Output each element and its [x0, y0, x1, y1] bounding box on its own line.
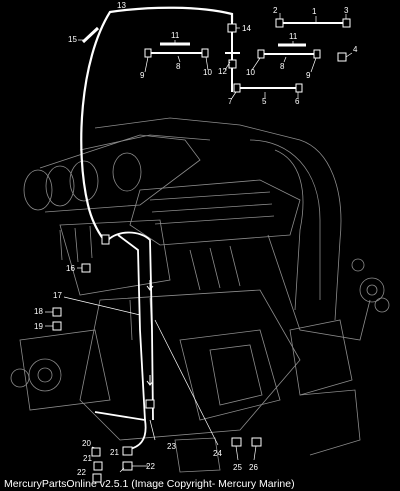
callout-4: 4 [353, 45, 358, 54]
callout-26: 26 [249, 463, 258, 472]
callout-16: 16 [66, 264, 75, 273]
callout-19: 19 [34, 322, 43, 331]
callout-2: 2 [273, 6, 278, 15]
callout-9-right: 9 [306, 71, 311, 80]
callout-8-right: 8 [280, 62, 285, 71]
callout-18: 18 [34, 307, 43, 316]
callout-1: 1 [312, 7, 317, 16]
callout-22-left: 22 [77, 468, 86, 477]
callout-3: 3 [344, 6, 349, 15]
callout-14: 14 [242, 24, 251, 33]
callout-9-left: 9 [140, 71, 145, 80]
callout-7: 7 [228, 97, 233, 106]
callout-5: 5 [262, 97, 267, 106]
callout-15: 15 [68, 35, 77, 44]
callout-17: 17 [53, 291, 62, 300]
callout-11-right: 11 [289, 32, 298, 41]
callout-24: 24 [213, 449, 222, 458]
callout-20: 20 [82, 439, 91, 448]
callout-22-right: 22 [146, 462, 155, 471]
callout-21-right: 21 [110, 448, 119, 457]
callout-13: 13 [117, 1, 126, 10]
callout-12: 12 [218, 67, 227, 76]
callout-10-left: 10 [203, 68, 212, 77]
engine-drawing [10, 117, 390, 473]
callout-11-left: 11 [171, 31, 180, 40]
callout-6: 6 [295, 97, 300, 106]
callout-23: 23 [167, 442, 176, 451]
callout-8-left: 8 [176, 62, 181, 71]
callout-25: 25 [233, 463, 242, 472]
copyright-footer: MercuryPartsOnline v2.5.1 (Image Copyrig… [4, 478, 295, 490]
callout-10-right: 10 [246, 68, 255, 77]
callout-21-left: 21 [83, 454, 92, 463]
hose-parts [80, 6, 346, 451]
leader-lines [45, 13, 353, 473]
callout-labels: 1 2 3 4 5 6 7 8 8 9 9 10 10 11 11 12 13 … [34, 1, 358, 477]
